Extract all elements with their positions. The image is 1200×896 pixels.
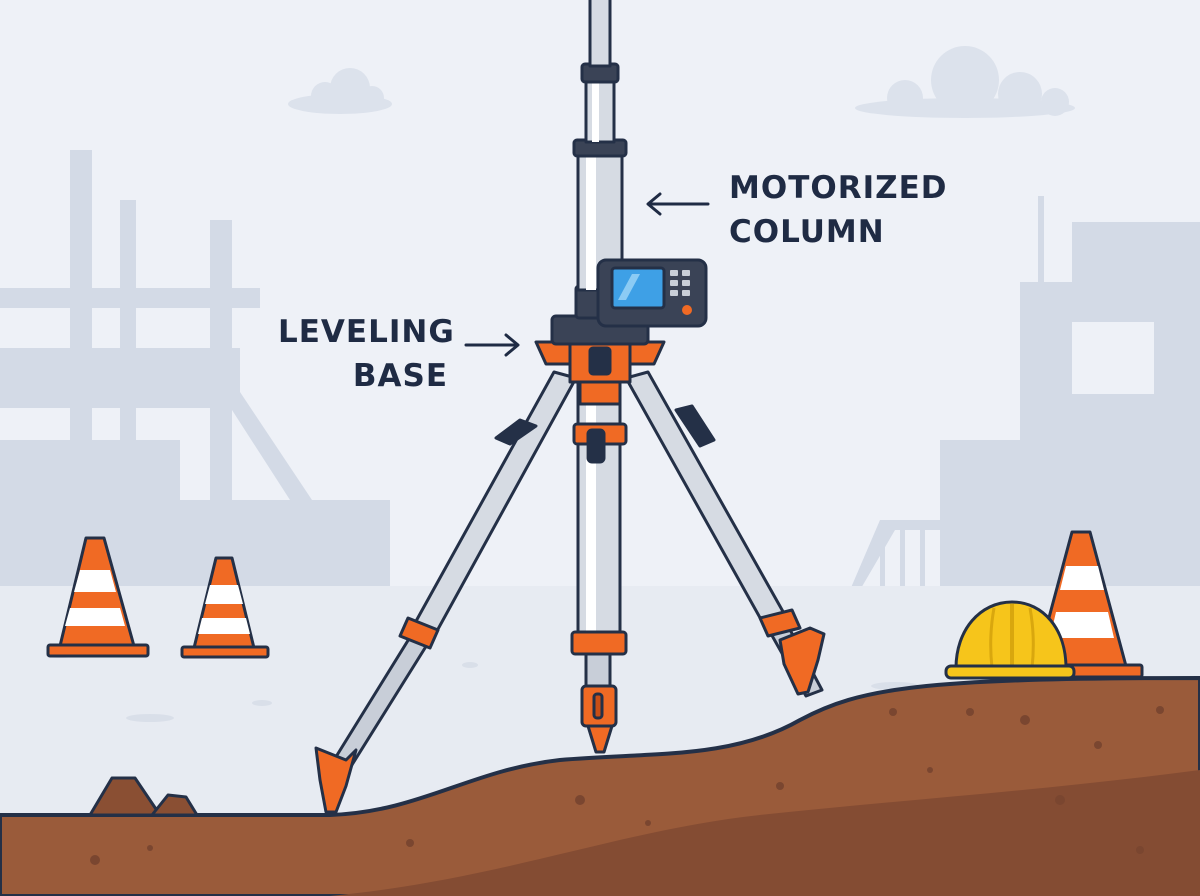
tripod-right-leg	[624, 370, 826, 698]
tripod-head	[534, 340, 666, 406]
cloud-left	[288, 68, 392, 114]
tripod-left-leg	[314, 370, 578, 814]
motorized-column-label-line1: MOTORIZED	[729, 170, 948, 206]
motorized-column-label: MOTORIZED COLUMN	[729, 166, 948, 254]
motorized-column	[572, 0, 628, 292]
rocks	[88, 776, 199, 817]
leveling-base-label-line2: BASE	[352, 358, 448, 394]
hard-hat-icon	[944, 600, 1076, 680]
arrow-right-icon	[464, 333, 520, 357]
leveling-base-label-line1: LEVELING	[278, 314, 455, 350]
traffic-cone-icon	[46, 536, 150, 658]
building-right	[850, 196, 1200, 592]
cloud-right	[855, 46, 1075, 118]
arrow-left-icon	[646, 192, 710, 216]
leveling-base-label: LEVELING BASE	[278, 310, 455, 398]
tripod-center-leg	[570, 360, 628, 754]
dirt-shadow	[330, 770, 1200, 896]
motorized-column-label-line2: COLUMN	[729, 214, 885, 250]
control-panel-icon	[596, 258, 708, 328]
dirt-specks	[90, 706, 1164, 865]
traffic-cone-icon	[180, 556, 270, 659]
